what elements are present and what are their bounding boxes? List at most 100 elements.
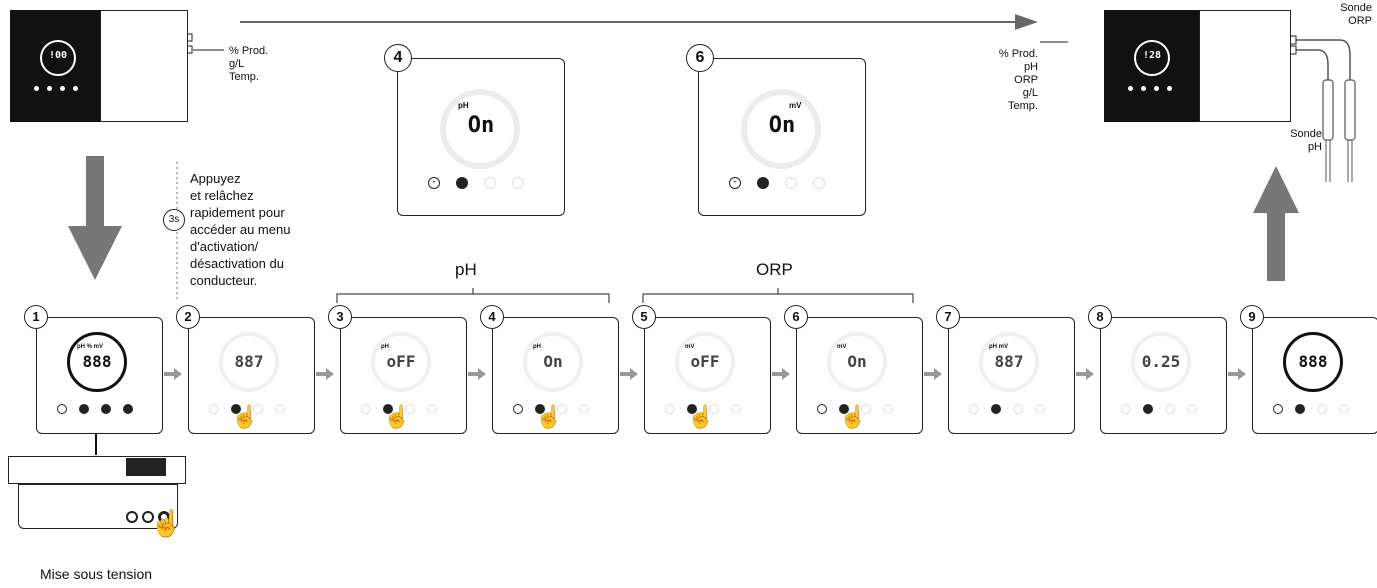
- set-button[interactable]: [1339, 404, 1349, 414]
- info-button[interactable]: [535, 404, 545, 414]
- power-button[interactable]: [158, 511, 170, 523]
- cal-button[interactable]: [101, 404, 111, 414]
- cal-button[interactable]: [405, 404, 415, 414]
- zoom-6-number: 6: [686, 44, 714, 72]
- set-button[interactable]: [731, 404, 741, 414]
- display-ring: [1283, 332, 1343, 392]
- cal-button[interactable]: [861, 404, 871, 414]
- instruction-text: Appuyez et relâchez rapidement pour accé…: [190, 171, 291, 288]
- info-button[interactable]: [757, 177, 769, 189]
- set-button[interactable]: [275, 404, 285, 414]
- info-button[interactable]: [1143, 404, 1153, 414]
- plus-button[interactable]: [817, 404, 827, 414]
- step-number: 1: [24, 305, 48, 329]
- hand-icon: ☝: [231, 404, 259, 429]
- cal-button[interactable]: [785, 177, 797, 189]
- set-button[interactable]: [123, 404, 133, 414]
- display-ring: [979, 332, 1039, 392]
- plus-button[interactable]: [361, 404, 371, 414]
- zoom-6-display: On: [768, 113, 796, 138]
- plus-button[interactable]: +: [729, 177, 741, 189]
- info-button[interactable]: [991, 404, 1001, 414]
- step-number: 8: [1088, 305, 1112, 329]
- right-device: !28: [1104, 10, 1292, 122]
- step-number: 6: [784, 305, 808, 329]
- display-ring: [675, 332, 735, 392]
- step-number: 7: [936, 305, 960, 329]
- plus-button[interactable]: [513, 404, 523, 414]
- display-value: On: [847, 352, 867, 371]
- right-device-labels: % Prod. pH ORP g/L Temp.: [998, 48, 1038, 112]
- right-device-display: !28: [1142, 50, 1162, 61]
- power-unit: [8, 456, 186, 536]
- cal-button[interactable]: [557, 404, 567, 414]
- plus-button[interactable]: [665, 404, 675, 414]
- left-device: !00: [10, 10, 188, 122]
- display-value: 0.25: [1141, 352, 1181, 371]
- group-orp-label: ORP: [756, 260, 793, 279]
- step-number: 2: [176, 305, 200, 329]
- caption: Mise sous tension: [40, 566, 153, 582]
- set-button[interactable]: [579, 404, 589, 414]
- display-ring: [827, 332, 887, 392]
- display-units: mV: [685, 344, 695, 350]
- step-panel: 888: [1252, 317, 1377, 434]
- plus-button[interactable]: [969, 404, 979, 414]
- zoom-4-number: 4: [384, 44, 412, 72]
- cal-button[interactable]: [709, 404, 719, 414]
- info-button[interactable]: [79, 404, 89, 414]
- left-device-labels: % Prod. g/L Temp.: [229, 45, 269, 83]
- display-value: 887: [234, 352, 264, 371]
- info-button[interactable]: [456, 177, 468, 189]
- cal-button[interactable]: [1165, 404, 1175, 414]
- cal-button[interactable]: [484, 177, 496, 189]
- cal-button[interactable]: [1013, 404, 1023, 414]
- info-button[interactable]: [383, 404, 393, 414]
- display-units: pH: [533, 344, 541, 350]
- set-button[interactable]: [1035, 404, 1045, 414]
- ph-probe: [1322, 79, 1334, 141]
- plus-button[interactable]: [1121, 404, 1131, 414]
- zoom-4-display: On: [467, 113, 495, 138]
- zoom-panel-6: mV On +: [698, 58, 866, 216]
- display-ring: [67, 332, 127, 392]
- set-button[interactable]: [883, 404, 893, 414]
- zoom-panel-4: pH On +: [397, 58, 565, 216]
- display-value: 888: [82, 352, 112, 371]
- set-button[interactable]: [512, 177, 524, 189]
- display-ring: [219, 332, 279, 392]
- info-button[interactable]: [687, 404, 697, 414]
- cal-button[interactable]: [253, 404, 263, 414]
- plus-button[interactable]: [209, 404, 219, 414]
- step-panel: 0.25: [1100, 317, 1227, 434]
- connector-icon: [126, 511, 138, 523]
- timer-icon: 3s: [163, 209, 185, 231]
- step-number: 9: [1240, 305, 1264, 329]
- group-ph-label: pH: [455, 260, 477, 279]
- set-button[interactable]: [427, 404, 437, 414]
- set-button[interactable]: [1187, 404, 1197, 414]
- info-button[interactable]: [1295, 404, 1305, 414]
- step-panel: 887 ☝: [188, 317, 315, 434]
- cal-button[interactable]: [1317, 404, 1327, 414]
- set-button[interactable]: [813, 177, 825, 189]
- display-value: 888: [1298, 352, 1328, 371]
- hand-icon: ☝: [535, 404, 563, 429]
- connector-icon: [142, 511, 154, 523]
- display-units: pH: [381, 344, 389, 350]
- display-units: pH mV: [989, 344, 1009, 350]
- plus-button[interactable]: [1273, 404, 1283, 414]
- plus-button[interactable]: +: [428, 177, 440, 189]
- display-value: On: [543, 352, 563, 371]
- info-button[interactable]: [231, 404, 241, 414]
- info-button[interactable]: [839, 404, 849, 414]
- hand-icon: ☝: [839, 404, 867, 429]
- plus-button[interactable]: [57, 404, 67, 414]
- step-number: 4: [480, 305, 504, 329]
- hand-icon: ☝: [150, 508, 183, 538]
